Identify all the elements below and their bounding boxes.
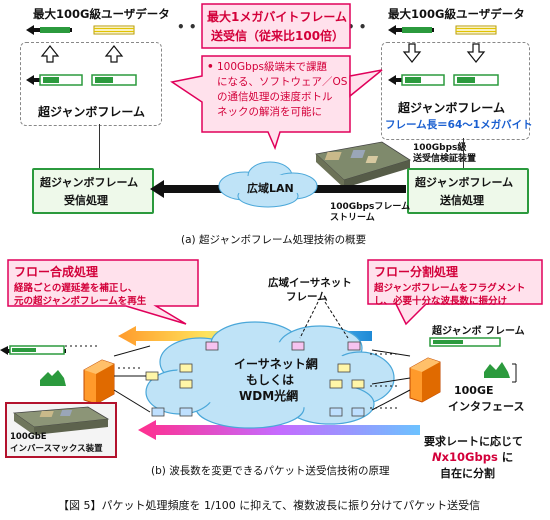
bullet-line: の通信処理の速度ボトル	[217, 91, 333, 103]
cloud-label-2: もしくは	[246, 373, 295, 387]
wan-diagram	[150, 161, 406, 208]
split-title: フロー分割処理	[374, 265, 459, 279]
connector-line	[99, 124, 100, 168]
inverse-mux-label-1: 100GbE	[10, 432, 47, 442]
top-right-frame-diagram	[388, 25, 499, 86]
requirement-line-2: Nx10Gbps に	[432, 449, 513, 465]
left-jumbo-frame-label: 超ジャンボフレーム	[38, 105, 146, 119]
send-box-line-1: 超ジャンボフレーム	[415, 176, 514, 189]
stream-label-1: 100Gbpsフレーム	[330, 202, 411, 212]
split-line-2: し、必要十分な波長数に振分け	[374, 296, 508, 307]
split-line-1: 超ジャンボフレームをフラグメント	[374, 283, 526, 294]
jumbo-frame-label: 超ジャンボ フレーム	[432, 326, 525, 337]
right-user-data-label: 最大100G級ユーザデータ	[388, 7, 525, 21]
split-callout-shape	[367, 259, 543, 326]
merge-line-1: 経路ごとの遅延差を補正し、	[14, 283, 138, 294]
bullet-line: 100Gbps級端末で課題	[217, 61, 327, 73]
wan-ethernet-label-2: フレーム	[286, 291, 328, 303]
stream-label-2: ストリーム	[330, 213, 375, 223]
caption-b: (b) 波長数を変更できるパケット送受信技術の原理	[151, 465, 390, 477]
ge-interface-label-2: インタフェース	[448, 400, 525, 413]
top-left-frame-diagram	[26, 25, 137, 86]
send-box-line-2: 送信処理	[440, 194, 484, 207]
merge-callout-shape	[7, 259, 199, 325]
ge-interface-label-1: 100GE	[454, 384, 494, 397]
cloud-label-3: WDM光網	[239, 389, 299, 403]
left-user-data-label: 最大100G級ユーザデータ	[33, 7, 170, 21]
device-label-2: 送受信検証装置	[413, 154, 477, 164]
bullet-line: になる、ソフトウェア／OS	[217, 76, 348, 88]
wan-label: 広域LAN	[247, 182, 294, 195]
receive-box-line-2: 受信処理	[64, 194, 108, 207]
device-label-1: 100Gbps級	[413, 143, 467, 153]
callout-title-2: 送受信（従来比100倍）	[211, 29, 345, 43]
requirement-rate: x10Gbps	[441, 450, 498, 464]
requirement-suffix: に	[497, 450, 514, 464]
dots: • • •	[177, 20, 209, 34]
requirement-line-3: 自在に分割	[440, 467, 495, 480]
merge-line-2: 元の超ジャンボフレームを再生	[14, 296, 147, 307]
wdm-network-diagram	[0, 301, 517, 440]
receive-processing-box	[32, 168, 154, 214]
bullet-icon: •	[207, 61, 214, 73]
connector-line	[463, 138, 464, 168]
caption-a: (a) 超ジャンボフレーム処理技術の概要	[181, 234, 367, 246]
merge-title: フロー合成処理	[14, 265, 99, 279]
right-jumbo-frame-label: 超ジャンボフレーム	[398, 101, 506, 115]
verification-device-image	[315, 141, 411, 188]
requirement-n: N	[432, 450, 442, 464]
cloud-label-1: イーサネット網	[234, 357, 318, 371]
callout-shape	[170, 3, 383, 151]
send-processing-box	[407, 168, 529, 214]
callout-title-1: 最大1メガバイトフレーム	[207, 10, 347, 24]
inverse-mux-image	[12, 406, 110, 435]
wan-ethernet-label-1: 広域イーサネット	[268, 277, 352, 289]
receive-box-line-1: 超ジャンボフレーム	[40, 176, 139, 189]
requirement-line-1: 要求レートに応じて	[424, 435, 523, 448]
right-jumbo-panel	[381, 42, 530, 140]
bullet-line: ネックの解消を可能に	[217, 106, 322, 118]
frame-length-label: フレーム長＝64〜1メガバイト	[385, 119, 533, 131]
figure-caption: 【図 5】パケット処理頻度を 1/100 に抑えて、複数波長に振り分けてパケット…	[58, 499, 481, 512]
inverse-mux-label-2: インバースマックス装置	[10, 444, 103, 454]
